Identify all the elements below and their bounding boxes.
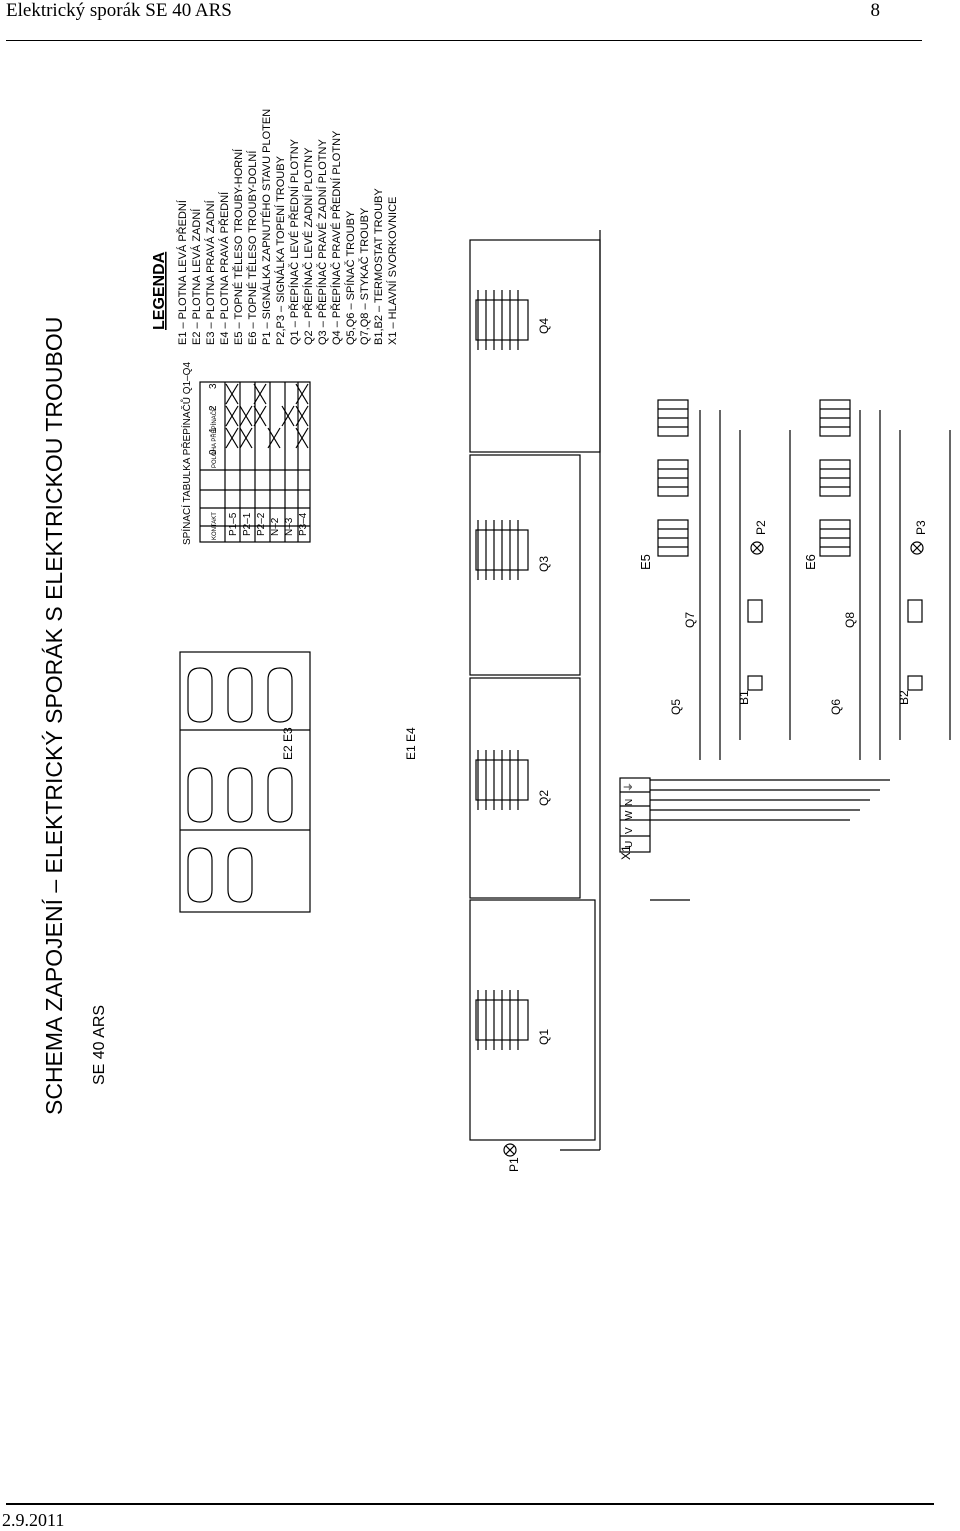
x1-terminal-label: ⏚ [623, 782, 635, 792]
q7-coil [747, 599, 763, 623]
footer-rule [6, 1503, 934, 1505]
q6-label: Q6 [829, 699, 843, 715]
legend-item: E4 – PLOTNA PRAVÁ PŘEDNÍ [218, 191, 231, 345]
b2-thermostat [907, 675, 923, 691]
diagram-model: SE 40 ARS [91, 1005, 108, 1085]
page-header: Elektrický sporák SE 40 ARS 8 [6, 0, 960, 30]
x1-terminal-label: U [624, 841, 635, 848]
hotplate-coil [267, 667, 293, 723]
b2-label: B2 [897, 690, 911, 705]
legend-item: Q7,Q8 – STYKAČ TROUBY [358, 207, 371, 345]
hotplate-coil [187, 667, 213, 723]
table-mark [267, 427, 281, 449]
legend-item: B1,B2 – TERMOSTAT TROUBY [373, 188, 385, 345]
header-rule [6, 40, 922, 41]
legend-item: Q5,Q6 – SPÍNAČ TROUBY [344, 210, 357, 345]
q5-label: Q5 [669, 699, 683, 715]
q1-label: Q1 [537, 1029, 551, 1045]
q7-label: Q7 [683, 612, 697, 628]
q2-label: Q2 [537, 790, 551, 806]
switch-table-header-left: KONTAKT [212, 512, 218, 540]
table-mark [239, 427, 253, 449]
table-mark [295, 427, 309, 449]
legend-item: E2 – PLOTNA LEVÁ ZADNÍ [190, 208, 203, 345]
hotplate-coil [267, 767, 293, 823]
hotplate-coil [227, 847, 253, 903]
x1-terminal-label: V [624, 827, 635, 834]
table-mark [225, 383, 239, 405]
q4-label: Q4 [537, 318, 551, 334]
table-mark [295, 405, 309, 427]
switch-body [475, 299, 529, 341]
legend-item: Q4 – PŘEPÍNAČ PRAVÉ PŘEDNÍ PLOTNY [330, 130, 343, 345]
x1-label: X1 [619, 845, 633, 860]
b1-label: B1 [737, 690, 751, 705]
hotplate-coil [187, 767, 213, 823]
e2-e3-frame [179, 651, 311, 913]
e2-e3-label: E2 E3 [281, 727, 295, 760]
legend-item: E5 – TOPNÉ TĚLESO TROUBY-HORNÍ [232, 148, 245, 345]
table-mark [225, 427, 239, 449]
switch-table-title: SPÍNACÍ TABULKA PŘEPÍNAČŮ Q1–Q4 [180, 362, 193, 545]
hotplate-coil [187, 847, 213, 903]
q1-frame [469, 899, 596, 1141]
table-position: 1 [208, 427, 219, 433]
legend-item: P2,P3 – SIGNÁLKA TOPENÍ TROUBY [274, 155, 287, 345]
legend-title: LEGENDA [151, 251, 168, 330]
x1-terminal-label: W [624, 810, 635, 820]
q4-frame [469, 239, 601, 453]
footer-date: 2.9.2011 [2, 1510, 65, 1530]
table-contact: N–2 [270, 517, 281, 536]
table-contact: P3–4 [298, 512, 309, 536]
switch-body [475, 529, 529, 571]
p1-label: P1 [507, 1157, 521, 1172]
p1-lamp [503, 1143, 517, 1157]
legend-item: E1 – PLOTNA LEVÁ PŘEDNÍ [176, 199, 189, 345]
table-contact: P1–5 [228, 512, 239, 536]
switch-body [475, 999, 529, 1041]
table-mark [253, 405, 267, 427]
page-number: 8 [870, 0, 881, 21]
legend-item: X1 – HLAVNÍ SVORKOVNICE [386, 197, 399, 345]
table-position: 3 [208, 383, 219, 389]
table-position: 2 [208, 405, 219, 411]
b1-thermostat [747, 675, 763, 691]
q8-coil [907, 599, 923, 623]
table-position: 0 [208, 449, 219, 455]
legend-item: E3 – PLOTNA PRAVÁ ZADNÍ [204, 199, 217, 345]
legend-item: E6 – TOPNÉ TĚLESO TROUBY-DOLNÍ [246, 150, 259, 345]
x1-terminal-block [619, 777, 651, 853]
q3-label: Q3 [537, 556, 551, 572]
hotplate-coil [227, 767, 253, 823]
x1-terminal-label: N [624, 799, 635, 806]
p2-lamp [750, 541, 764, 555]
e5-label: E5 [638, 554, 653, 570]
q3-frame [469, 454, 581, 676]
legend-item: Q3 – PŘEPÍNAČ PRAVÉ ZADNÍ PLOTNY [316, 139, 329, 345]
diagram-main-title: SCHEMA ZAPOJENÍ – ELEKTRICKÝ SPORÁK S EL… [41, 317, 67, 1115]
p3-label: P3 [914, 520, 928, 535]
p3-lamp [910, 541, 924, 555]
table-contact: P2–1 [242, 512, 253, 536]
q8-label: Q8 [843, 612, 857, 628]
table-mark [225, 405, 239, 427]
table-mark [281, 405, 295, 427]
table-contact: P2–2 [256, 512, 267, 536]
e1-e4-label: E1 E4 [404, 727, 418, 760]
legend-item: Q2 – PŘEPÍNAČ LEVÉ ZADNÍ PLOTNY [302, 147, 315, 345]
switch-table-header-right: POLOHA PŘEPÍNAČE [210, 407, 218, 468]
table-mark [239, 405, 253, 427]
table-mark [295, 383, 309, 405]
p2-label: P2 [754, 520, 768, 535]
legend-item: Q1 – PŘEPÍNAČ LEVÉ PŘEDNÍ PLOTNY [288, 138, 301, 345]
table-mark [253, 383, 267, 405]
e6-label: E6 [803, 554, 818, 570]
switch-body [475, 759, 529, 801]
table-contact: N–3 [284, 517, 295, 536]
header-title: Elektrický sporák SE 40 ARS [6, 0, 232, 21]
hotplate-coil [227, 667, 253, 723]
legend-item: P1 – SIGNÁLKA ZAPNUTÉHO STAVU PLOTEN [260, 109, 273, 345]
q2-frame [469, 677, 581, 899]
